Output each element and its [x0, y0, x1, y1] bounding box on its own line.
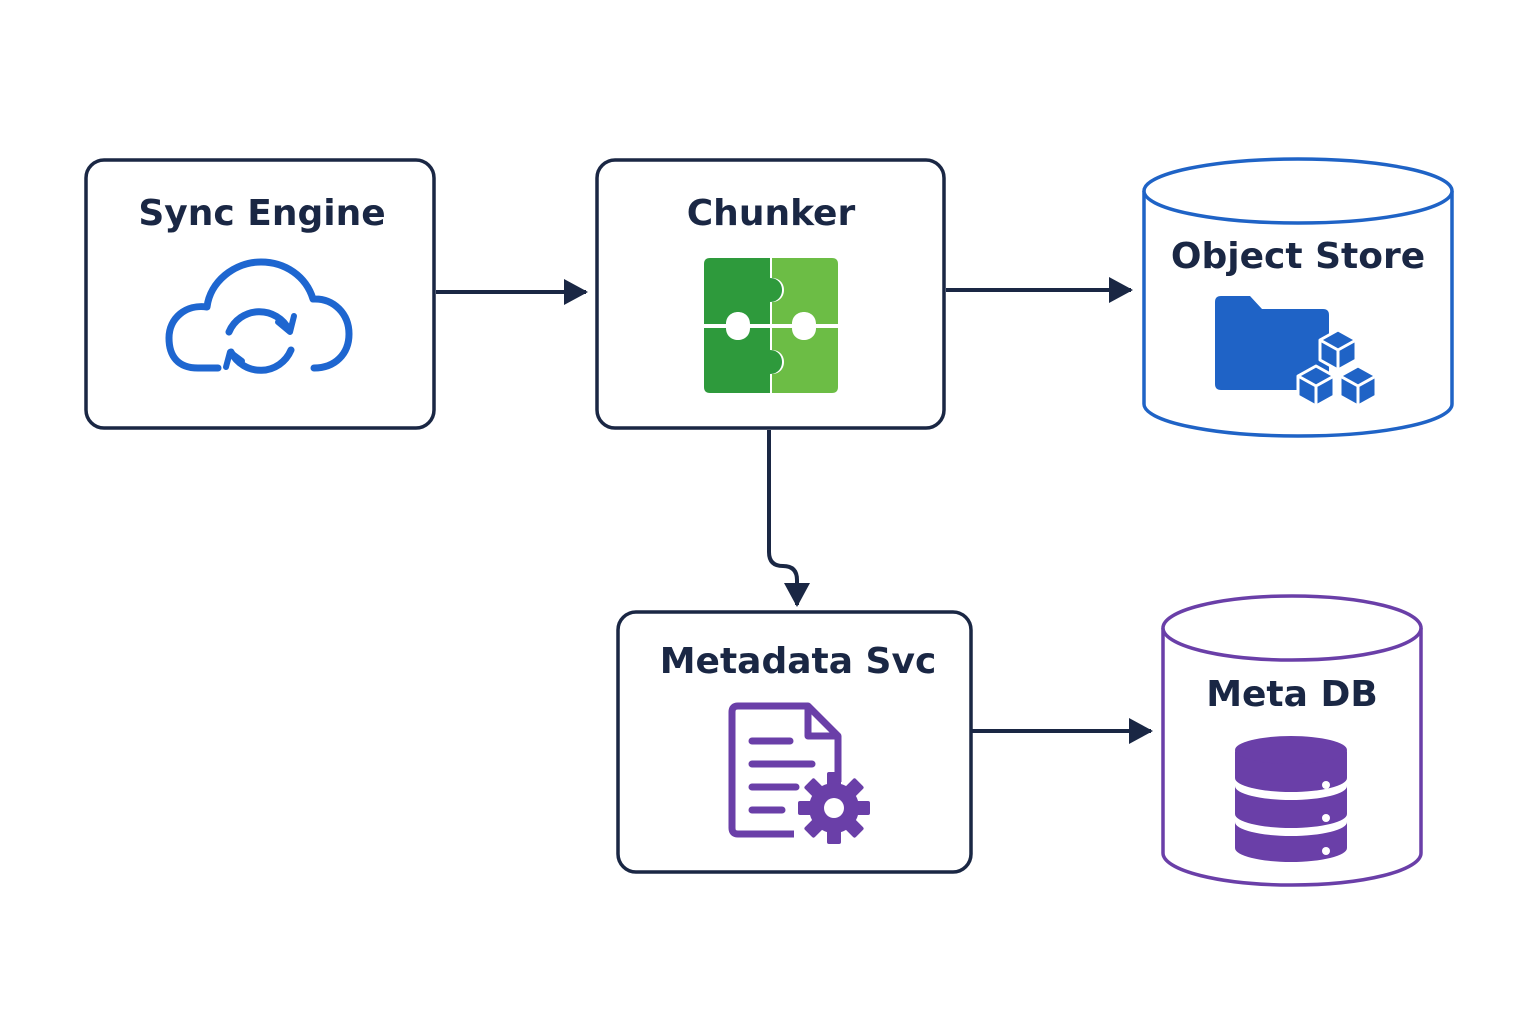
- document-gear-icon: [728, 702, 870, 844]
- database-icon: [1235, 736, 1347, 862]
- metadata-svc-box: [616, 610, 973, 874]
- arrow-chunker-to-metadata: [767, 430, 810, 607]
- sync-engine-label: Sync Engine: [138, 193, 385, 234]
- cloud-sync-icon: [165, 258, 353, 374]
- metadata-svc-label: Metadata Svc: [660, 641, 937, 682]
- folder-cubes-icon: [1215, 296, 1378, 408]
- object-store-label: Object Store: [1171, 236, 1425, 277]
- node-meta-db[interactable]: Meta DB: [1161, 594, 1423, 887]
- puzzle-icon: [704, 258, 838, 393]
- node-chunker[interactable]: Chunker: [595, 158, 946, 430]
- object-store-cylinder-top: [1142, 157, 1454, 225]
- chunker-label: Chunker: [687, 193, 856, 234]
- meta-db-cylinder-top: [1161, 594, 1423, 662]
- node-metadata-svc[interactable]: Metadata Svc: [616, 610, 973, 874]
- connectors: [436, 277, 1153, 744]
- node-object-store[interactable]: Object Store: [1142, 157, 1454, 438]
- node-sync-engine[interactable]: Sync Engine: [84, 158, 436, 430]
- meta-db-label: Meta DB: [1206, 674, 1378, 715]
